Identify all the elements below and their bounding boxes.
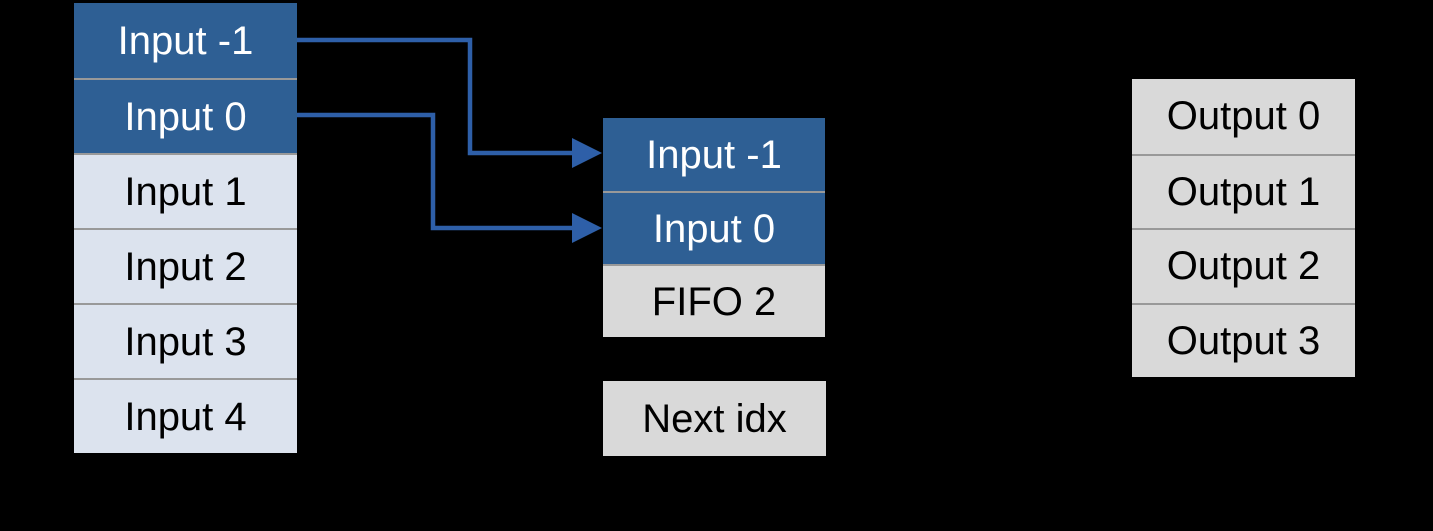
arrow-input-0-to-fifo <box>297 112 602 243</box>
input-cell-minus1: Input -1 <box>74 3 297 78</box>
output-cell-1: Output 1 <box>1132 153 1355 228</box>
input-list-table: Input -1 Input 0 Input 1 Input 2 Input 3… <box>74 3 297 453</box>
input-cell-1: Input 1 <box>74 153 297 228</box>
output-cell-0: Output 0 <box>1132 79 1355 154</box>
fifo-cell-fifo-2: FIFO 2 <box>603 264 825 337</box>
fifo-table: Input -1 Input 0 FIFO 2 <box>603 118 825 337</box>
input-cell-2: Input 2 <box>74 228 297 303</box>
input-cell-4: Input 4 <box>74 378 297 453</box>
output-cell-3: Output 3 <box>1132 302 1355 377</box>
arrow-input-minus1-to-fifo <box>297 37 602 168</box>
input-cell-0: Input 0 <box>74 78 297 153</box>
fifo-cell-input-0: Input 0 <box>603 191 825 264</box>
input-cell-3: Input 3 <box>74 303 297 378</box>
output-cell-2: Output 2 <box>1132 228 1355 303</box>
output-list-table: Output 0 Output 1 Output 2 Output 3 <box>1132 79 1355 377</box>
fifo-cell-input-minus1: Input -1 <box>603 118 825 191</box>
next-idx-box: Next idx <box>603 381 826 456</box>
